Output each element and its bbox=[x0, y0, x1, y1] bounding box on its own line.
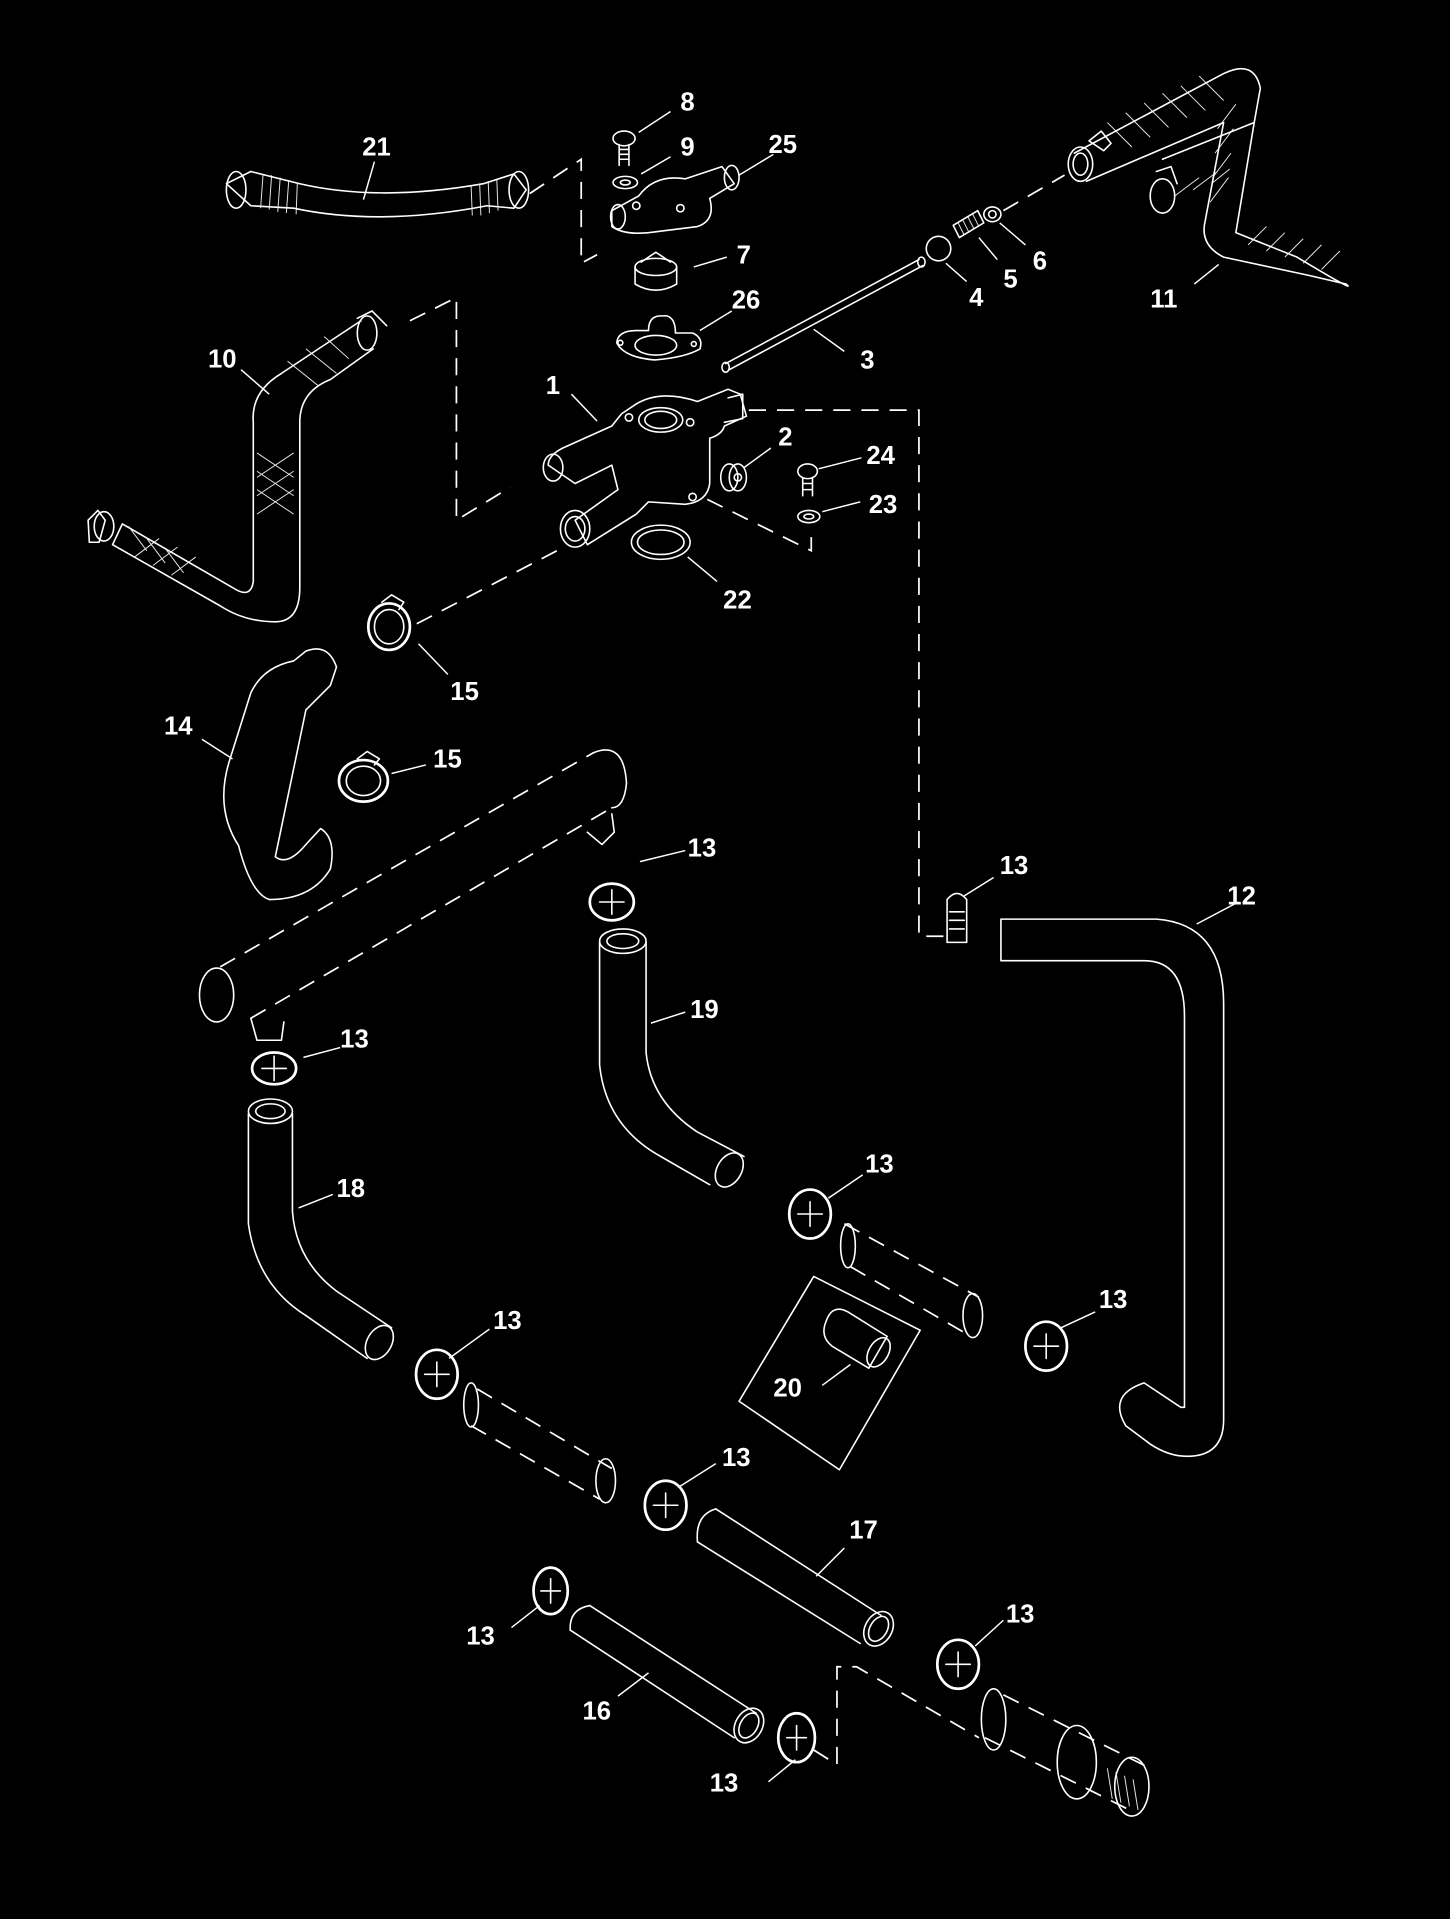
callout-11: 11 bbox=[1150, 285, 1177, 313]
callout-13f: 13 bbox=[493, 1307, 522, 1335]
part-7-thermostat bbox=[634, 251, 678, 291]
part-11-hose-braided bbox=[1067, 67, 1349, 287]
part-26-gasket bbox=[615, 315, 702, 361]
part-16-hose bbox=[532, 1566, 765, 1744]
part-2-plug bbox=[719, 463, 748, 492]
part-23-washer bbox=[797, 509, 821, 524]
callout-7: 7 bbox=[737, 241, 751, 269]
distribution-tube bbox=[198, 749, 628, 1042]
callout-14: 14 bbox=[164, 712, 193, 740]
callout-10: 10 bbox=[208, 345, 237, 373]
callout-12: 12 bbox=[1227, 882, 1256, 910]
part-15-clamp-a bbox=[366, 594, 412, 652]
callout-21: 21 bbox=[362, 134, 391, 162]
part-13-clamp-a bbox=[588, 882, 636, 922]
callout-3: 3 bbox=[860, 346, 874, 374]
part-22-o-ring bbox=[630, 524, 691, 561]
callout-19: 19 bbox=[690, 996, 719, 1024]
part-3-rod bbox=[721, 256, 926, 373]
part-10-hose-braided bbox=[87, 310, 388, 623]
coupler-assembly-lower bbox=[414, 1348, 688, 1532]
part-15-clamp-b bbox=[337, 750, 390, 803]
part-1-thermostat-housing bbox=[542, 388, 748, 548]
part-12-hose bbox=[1000, 918, 1225, 1458]
callout-5: 5 bbox=[1003, 266, 1017, 294]
part-13-clamp-i bbox=[776, 1711, 817, 1764]
callout-23: 23 bbox=[869, 491, 898, 519]
part-13-clamp-j bbox=[935, 1638, 981, 1691]
callout-13d: 13 bbox=[865, 1150, 894, 1178]
part-14-hose bbox=[222, 648, 338, 901]
callout-15b: 15 bbox=[433, 745, 462, 773]
callout-6: 6 bbox=[1033, 247, 1047, 275]
callout-13i: 13 bbox=[710, 1770, 739, 1798]
part-6-nut bbox=[983, 206, 1002, 223]
callout-13e: 13 bbox=[1099, 1286, 1128, 1314]
callout-24: 24 bbox=[866, 442, 895, 470]
water-pump-fitting bbox=[980, 1687, 1151, 1817]
callout-20: 20 bbox=[773, 1374, 802, 1402]
callout-2: 2 bbox=[778, 424, 792, 452]
callout-15a: 15 bbox=[450, 678, 479, 706]
callout-9: 9 bbox=[680, 134, 694, 162]
callout-13h: 13 bbox=[466, 1623, 495, 1651]
part-5-spring bbox=[952, 209, 985, 239]
part-18-hose bbox=[247, 1098, 395, 1361]
callout-13g: 13 bbox=[722, 1444, 751, 1472]
callout-13b: 13 bbox=[1000, 852, 1029, 880]
callout-13a: 13 bbox=[688, 835, 717, 863]
part-21-hose bbox=[225, 170, 530, 218]
part-13-clamp-b bbox=[946, 892, 968, 944]
callout-26: 26 bbox=[732, 287, 761, 315]
callout-8: 8 bbox=[680, 88, 694, 116]
callout-4: 4 bbox=[969, 284, 984, 312]
callout-25: 25 bbox=[768, 131, 797, 159]
callout-13j: 13 bbox=[1006, 1601, 1035, 1629]
part-4-ball bbox=[925, 235, 952, 262]
callout-1: 1 bbox=[546, 372, 560, 400]
part-8-bolt bbox=[612, 130, 636, 167]
callout-18: 18 bbox=[336, 1175, 365, 1203]
part-25-thermostat-cover bbox=[609, 164, 740, 234]
callout-13c: 13 bbox=[340, 1026, 369, 1054]
part-9-washer bbox=[612, 175, 639, 190]
part-17-hose bbox=[696, 1508, 895, 1647]
part-19-hose bbox=[598, 928, 745, 1188]
callout-17: 17 bbox=[849, 1516, 878, 1544]
part-24-bolt bbox=[797, 463, 819, 497]
callout-16: 16 bbox=[582, 1697, 611, 1725]
coupler-assembly-upper bbox=[787, 1188, 1069, 1372]
callout-22: 22 bbox=[723, 586, 752, 614]
part-13-clamp-c bbox=[250, 1051, 298, 1086]
part-20-coupler bbox=[738, 1275, 921, 1471]
